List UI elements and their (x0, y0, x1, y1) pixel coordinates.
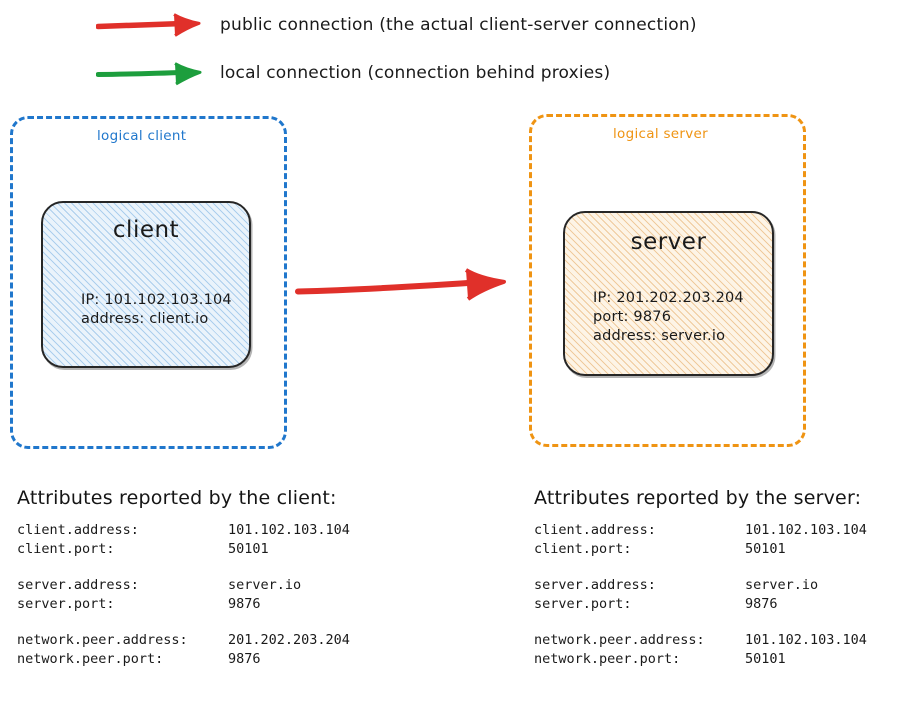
table-row: client.address: 101.102.103.104 (17, 521, 350, 540)
server-node: server IP: 201.202.203.204 port: 9876 ad… (563, 211, 774, 376)
table-row: client.port: 50101 (17, 540, 350, 559)
attribute-value: 101.102.103.104 (228, 522, 350, 538)
table-row: server.address: server.io (17, 576, 350, 595)
table-row: network.peer.address: 101.102.103.104 (534, 631, 867, 650)
table-row: network.peer.address: 201.202.203.204 (17, 631, 350, 650)
table-row: server.port: 9876 (534, 595, 867, 614)
logical-server-group (529, 114, 806, 447)
logical-client-group (10, 116, 287, 449)
attribute-key: server.port: (17, 596, 115, 612)
attribute-group: server.address: server.io server.port: 9… (17, 576, 350, 614)
attribute-key: client.port: (534, 541, 632, 557)
arrow-right-icon (96, 62, 202, 86)
attribute-value: 9876 (228, 651, 261, 667)
attribute-group: client.address: 101.102.103.104 client.p… (17, 521, 350, 559)
attribute-group: server.address: server.io server.port: 9… (534, 576, 867, 614)
attribute-key: network.peer.port: (534, 651, 681, 667)
server-attributes-block: Attributes reported by the server: clien… (534, 487, 867, 669)
table-row: network.peer.port: 50101 (534, 650, 867, 669)
attribute-key: client.address: (534, 522, 656, 538)
legend-item-local-connection: local connection (connection behind prox… (96, 60, 610, 86)
legend-item-public-connection: public connection (the actual client-ser… (96, 12, 697, 38)
attribute-value: server.io (228, 577, 302, 593)
attribute-group: network.peer.address: 101.102.103.104 ne… (534, 631, 867, 669)
table-row: network.peer.port: 9876 (17, 650, 350, 669)
attribute-key: network.peer.port: (17, 651, 164, 667)
logical-server-caption: logical server (613, 126, 709, 142)
attribute-key: server.address: (534, 577, 656, 593)
logical-client-caption: logical client (97, 128, 187, 144)
legend-label-local: local connection (connection behind prox… (220, 63, 611, 83)
attribute-key: server.port: (534, 596, 632, 612)
client-attributes-block: Attributes reported by the client: clien… (17, 487, 350, 669)
server-node-details: IP: 201.202.203.204 port: 9876 address: … (593, 290, 744, 344)
attribute-value: 9876 (745, 596, 778, 612)
legend-label-public: public connection (the actual client-ser… (220, 15, 697, 35)
public-connection-arrow-icon (295, 268, 506, 301)
attribute-key: network.peer.address: (17, 632, 188, 648)
attribute-value: 201.202.203.204 (228, 632, 350, 648)
client-attributes-heading: Attributes reported by the client: (17, 487, 337, 509)
attribute-value: server.io (745, 577, 819, 593)
attribute-value: 9876 (228, 596, 261, 612)
table-row: client.port: 50101 (534, 540, 867, 559)
arrow-right-icon (96, 13, 201, 37)
attribute-group: client.address: 101.102.103.104 client.p… (534, 521, 867, 559)
server-attributes-heading: Attributes reported by the server: (534, 487, 862, 509)
table-row: server.address: server.io (534, 576, 867, 595)
attribute-value: 50101 (745, 651, 786, 667)
attribute-value: 50101 (745, 541, 786, 557)
attribute-key: client.address: (17, 522, 139, 538)
attribute-value: 101.102.103.104 (745, 632, 867, 648)
table-row: server.port: 9876 (17, 595, 350, 614)
attribute-key: client.port: (17, 541, 115, 557)
client-node-title: client (112, 217, 180, 243)
server-node-title: server (630, 229, 707, 255)
attribute-value: 50101 (228, 541, 269, 557)
attribute-value: 101.102.103.104 (745, 522, 867, 538)
attribute-group: network.peer.address: 201.202.203.204 ne… (17, 631, 350, 669)
table-row: client.address: 101.102.103.104 (534, 521, 867, 540)
attribute-key: network.peer.address: (534, 632, 705, 648)
client-node-details: IP: 101.102.103.104 address: client.io (81, 292, 232, 327)
attribute-key: server.address: (17, 577, 139, 593)
client-node: client IP: 101.102.103.104 address: clie… (41, 201, 251, 368)
